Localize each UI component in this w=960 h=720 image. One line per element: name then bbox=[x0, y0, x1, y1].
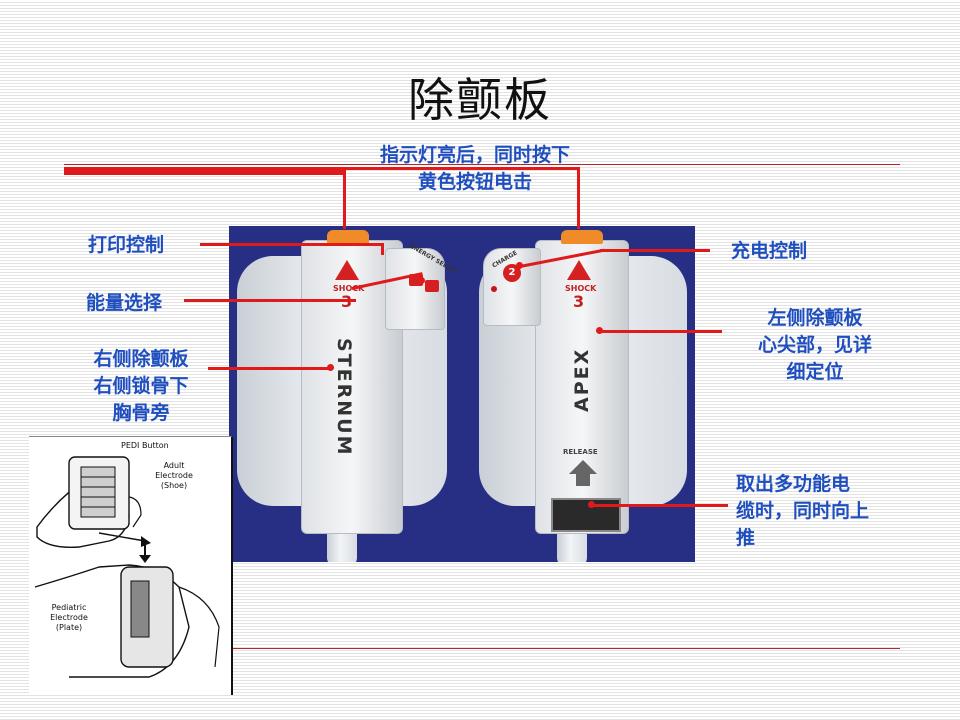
cable-release-latch bbox=[551, 498, 621, 532]
thin-top-rule bbox=[64, 164, 900, 165]
thick-top-rule bbox=[64, 167, 344, 175]
inset-pedi-button-label: PEDI Button bbox=[121, 441, 169, 450]
pediatric-electrode-drawing bbox=[34, 456, 220, 678]
callout-right-paddle-line1: 右侧除颤板 bbox=[93, 348, 189, 370]
energy-select-down-icon bbox=[425, 280, 439, 292]
pointer-right-paddle-dot bbox=[327, 364, 334, 371]
thin-bottom-rule bbox=[232, 648, 900, 649]
callout-shock-line2: 黄色按钮电击 bbox=[417, 171, 532, 193]
right-shock-label: SHOCK bbox=[565, 284, 597, 293]
pointer-charge-control bbox=[600, 249, 710, 252]
release-arrow-icon bbox=[569, 460, 597, 474]
release-arrow-stem bbox=[576, 474, 590, 486]
pointer-remove-cable-dot bbox=[588, 501, 595, 508]
callout-right-paddle: 右侧除颤板 右侧锁骨下 胸骨旁 bbox=[74, 346, 208, 427]
pointer-energy-select bbox=[184, 299, 356, 302]
pointer-top-left-vertical bbox=[343, 167, 346, 229]
pediatric-electrode-illustration: PEDI Button Adult Electrode (Shoe) Pedia… bbox=[29, 436, 233, 695]
pointer-left-paddle bbox=[600, 330, 722, 333]
paddles-photo: SHOCK 3 ENERGY SELECT STERNUM SHOCK 3 CH… bbox=[229, 226, 695, 562]
pointer-print-control bbox=[200, 243, 384, 246]
callout-remove-line2: 缆时，同时向上 bbox=[736, 500, 870, 522]
callout-left-paddle-line3: 细定位 bbox=[786, 361, 844, 383]
callout-energy-select: 能量选择 bbox=[86, 292, 163, 314]
pointer-top-horizontal bbox=[343, 167, 580, 170]
left-shock-label: SHOCK bbox=[333, 284, 365, 293]
callout-remove-line1: 取出多功能电 bbox=[736, 473, 851, 495]
callout-print-control: 打印控制 bbox=[88, 234, 165, 256]
release-label: RELEASE bbox=[563, 448, 598, 456]
inset-adult-electrode-label: Adult Electrode (Shoe) bbox=[155, 461, 193, 490]
callout-shock-line1: 指示灯亮后，同时按下 bbox=[379, 144, 570, 166]
pointer-left-paddle-dot bbox=[596, 327, 603, 334]
callout-remove-cable: 取出多功能电 缆时，同时向上 推 bbox=[736, 471, 869, 552]
right-shock-warning-icon bbox=[567, 260, 591, 280]
charge-indicator-light bbox=[491, 286, 497, 292]
apex-label: APEX bbox=[571, 347, 593, 412]
callout-remove-line3: 推 bbox=[736, 527, 756, 549]
pointer-remove-cable bbox=[592, 504, 728, 507]
charge-button: 2 bbox=[503, 264, 521, 282]
left-shock-warning-icon bbox=[335, 260, 359, 280]
pointer-energy-select-dot bbox=[418, 277, 425, 284]
pointer-print-control-down bbox=[381, 243, 384, 255]
pointer-charge-dot bbox=[516, 262, 523, 269]
pointer-right-paddle bbox=[208, 367, 332, 370]
sternum-label: STERNUM bbox=[333, 338, 355, 457]
right-shock-button bbox=[561, 230, 603, 244]
slide-title: 除颤板 bbox=[408, 73, 552, 127]
callout-left-paddle: 左侧除颤板 心尖部，见详 细定位 bbox=[740, 305, 890, 386]
callout-right-paddle-line2: 右侧锁骨下 bbox=[93, 375, 189, 397]
inset-pediatric-electrode-label: Pediatric Electrode (Plate) bbox=[50, 603, 88, 632]
callout-left-paddle-line2: 心尖部，见详 bbox=[757, 334, 872, 356]
callout-right-paddle-line3: 胸骨旁 bbox=[112, 402, 170, 424]
right-shock-number: 3 bbox=[573, 292, 585, 311]
callout-left-paddle-line1: 左侧除颤板 bbox=[767, 307, 863, 329]
pointer-top-right-vertical bbox=[577, 167, 580, 229]
callout-charge-control: 充电控制 bbox=[731, 240, 808, 262]
callout-shock-instruction: 指示灯亮后，同时按下 黄色按钮电击 bbox=[350, 142, 600, 196]
charge-number: 2 bbox=[508, 267, 516, 278]
left-shock-button bbox=[327, 230, 369, 244]
